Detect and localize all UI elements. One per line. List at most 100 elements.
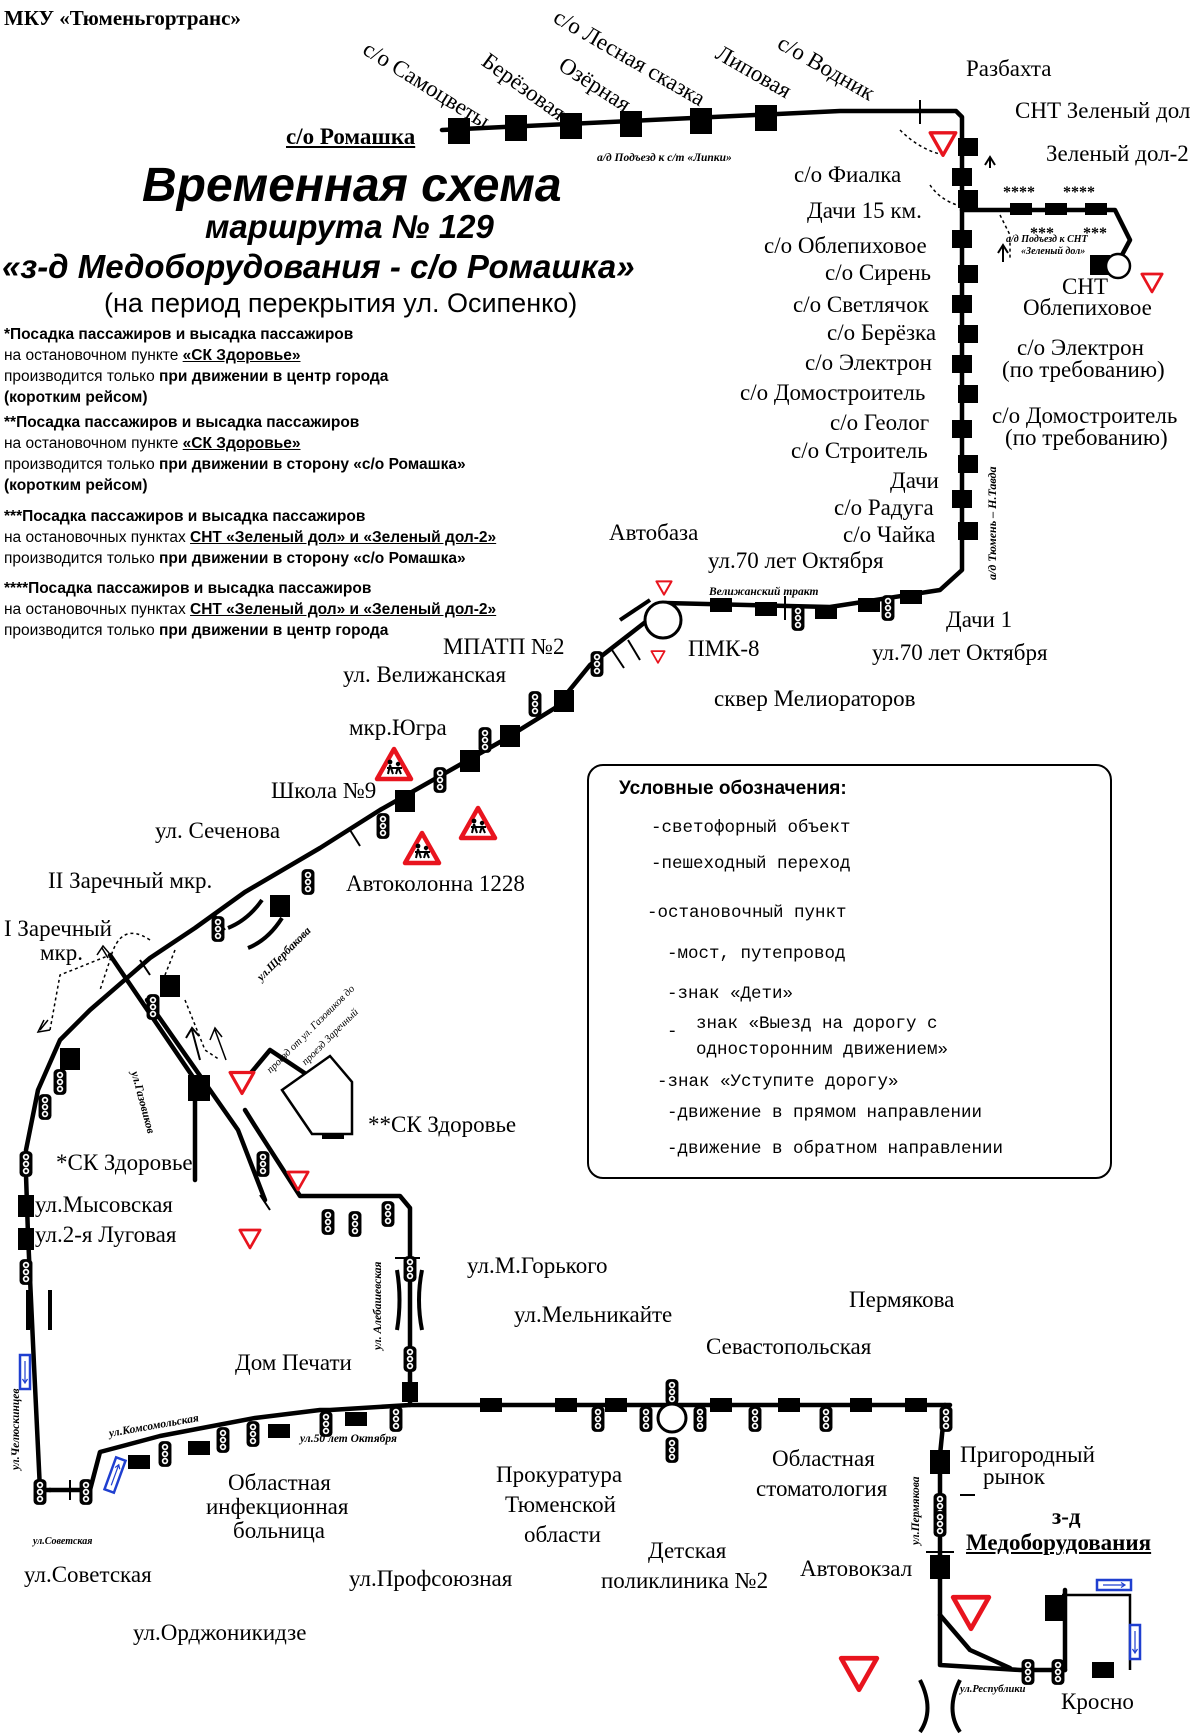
stop-label: с/о Фиалка — [794, 162, 902, 187]
street-label: а/д Подъезд к с/т «Липки» — [597, 152, 732, 164]
stop-marker — [952, 355, 972, 373]
roundabout-avtobaza — [643, 600, 683, 640]
legend-crossing: -пешеходный переход — [651, 854, 851, 874]
note-2: **Посадка пассажиров и высадка пассажиро… — [4, 414, 466, 494]
terminal-romashka: с/о Ромашка — [286, 124, 416, 149]
roundabout-snt — [1104, 252, 1132, 280]
stop-marker — [930, 1555, 950, 1579]
stop-label: инфекционная — [206, 1494, 349, 1519]
stop-label: Дачи 1 — [946, 607, 1013, 632]
stop-marker — [850, 1398, 872, 1412]
stop-label: МПАТП №2 — [443, 634, 565, 659]
stop-marker — [952, 420, 972, 438]
street-label: Велижанский тракт — [709, 586, 819, 598]
stop-marker — [500, 725, 520, 747]
stop-label: Прокуратура — [496, 1462, 623, 1487]
stop-label: ул.70 лет Октября — [708, 548, 884, 573]
street-label: ул.50 лет Октября — [300, 1433, 397, 1445]
legend-one-way-line2: односторонним движением» — [696, 1040, 949, 1060]
stop-label: II Заречный мкр. — [48, 868, 213, 893]
stop-marker — [128, 1455, 150, 1469]
stop-label: с/о Электрон — [805, 350, 932, 375]
organization: МКУ «Тюменьгортранс» — [4, 6, 241, 30]
stop-label: с/о Электрон — [1017, 335, 1144, 360]
stop-label: Пригородный — [960, 1442, 1095, 1467]
stop-label: ул.70 лет Октября — [872, 640, 1048, 665]
note-4: ****Посадка пассажиров и высадка пассажи… — [4, 580, 497, 639]
terminal-zavod: Медоборудования — [966, 1530, 1152, 1555]
stop-marker — [952, 295, 972, 313]
stop-marker — [858, 598, 880, 612]
stop-marker — [958, 522, 978, 540]
stop-label: стоматология — [756, 1476, 888, 1501]
stop-label: Севастопольская — [706, 1334, 872, 1359]
stop-label: (по требованию) — [1005, 425, 1168, 450]
stop-marker — [188, 1441, 210, 1455]
stop-marker — [18, 1228, 34, 1250]
stop-label: с/о Радуга — [834, 495, 934, 520]
stop-label: Разбахта — [966, 56, 1052, 81]
stop-marker — [1010, 203, 1032, 215]
stop-marker — [958, 265, 978, 283]
stop-label: сквер Мелиораторов — [714, 686, 916, 711]
stop-marker — [958, 190, 978, 208]
stop-label: Автовокзал — [800, 1556, 913, 1581]
building-sk-zdorovie — [280, 1054, 354, 1136]
stop-label: ул.Советская — [24, 1562, 152, 1587]
stop-marker — [268, 1424, 290, 1438]
period-note: (на период перекрытия ул. Осипенко) — [104, 288, 578, 318]
note-3: ***Посадка пассажиров и высадка пассажир… — [4, 508, 497, 567]
stop-marker — [755, 602, 777, 616]
stop-label: ул.Профсоюзная — [349, 1566, 513, 1591]
stop-label: ул.Мельникайте — [514, 1302, 673, 1327]
stop-marker — [345, 1412, 367, 1426]
legend-stop: -остановочный пункт — [647, 903, 847, 923]
stop-label: Школа №9 — [271, 778, 377, 803]
stop-marker — [905, 1398, 927, 1412]
marker-4-stars: **** — [1063, 184, 1095, 201]
stop-label: Детская — [648, 1538, 727, 1563]
stop-marker — [620, 111, 642, 137]
stop-label: ул.Орджоникидзе — [133, 1620, 307, 1645]
stop-marker — [958, 455, 978, 473]
stop-marker — [755, 105, 777, 131]
street-label: «Зеленый дол» — [1021, 246, 1086, 257]
legend-yield: -знак «Уступите дорогу» — [657, 1072, 899, 1092]
stop-label: Областная — [772, 1446, 875, 1471]
stop-label: Автоколонна 1228 — [346, 871, 525, 896]
street-label: а/д Подъезд к СНТ — [1006, 234, 1088, 245]
stop-markers — [18, 105, 1114, 1678]
stop-label: Пермякова — [849, 1287, 955, 1312]
stop-marker — [930, 1450, 950, 1474]
stop-marker — [560, 113, 582, 139]
stop-marker — [160, 975, 180, 997]
stop-marker — [900, 590, 922, 604]
stop-label: Кросно — [1061, 1689, 1134, 1714]
bridges — [26, 598, 962, 1734]
street-label: а/д Тюмень – Н.Тавда — [985, 466, 999, 581]
stop-label: мкр.Югра — [349, 715, 447, 740]
stop-marker — [605, 1398, 627, 1412]
stop-label: с/о Светлячок — [793, 292, 929, 317]
stop-label: ул. Велижанская — [343, 662, 507, 687]
street-label: ул.Республики — [960, 1684, 1026, 1695]
stop-label: СНТ — [1062, 274, 1108, 299]
stop-marker — [690, 108, 712, 134]
stop-label: с/о Сирень — [825, 260, 932, 285]
stop-label: ул. Сеченова — [155, 818, 281, 843]
stop-label: ул.М.Горького — [467, 1253, 608, 1278]
direction-arrows — [36, 155, 1009, 1061]
stop-marker — [1092, 1662, 1114, 1678]
stop-marker — [778, 1398, 800, 1412]
legend-backward: -движение в обратном направлении — [667, 1139, 1004, 1159]
street-label: ул. Алебашевская — [372, 1261, 384, 1350]
stop-label: мкр. — [40, 940, 83, 965]
stop-marker — [555, 1398, 577, 1412]
stop-marker — [460, 750, 480, 772]
stop-marker — [18, 1195, 34, 1217]
stop-label: СНТ Зеленый дол — [1015, 98, 1191, 123]
stop-label: Автобаза — [609, 520, 699, 545]
stop-marker — [952, 230, 972, 248]
stop-label: Областная — [228, 1470, 331, 1495]
